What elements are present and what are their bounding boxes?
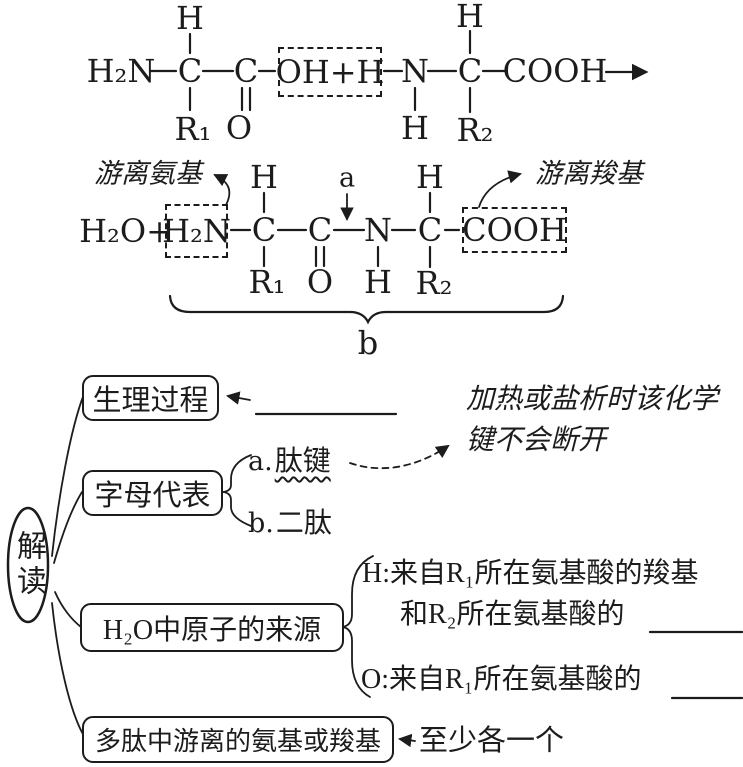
branch-letters-box: 字母代表 — [82, 470, 223, 516]
product-r2: R₂ — [415, 264, 453, 302]
branch-water-box: H₂O中原子的来源 — [80, 603, 344, 652]
free-carboxyl-arrow — [478, 170, 522, 208]
o-source-line: O:来自R₁所在氨基酸的 — [361, 664, 642, 695]
free-amino-box-label: H₂N — [162, 212, 231, 250]
branch-physiology-label: 生理过程 — [92, 385, 209, 417]
item-a-peptide-bond: a. 肽键 — [248, 446, 331, 478]
branch-polypeptide-label: 多肽中游离的氨基或羧基 — [94, 727, 381, 756]
leaving-group-label: OH+H — [275, 53, 385, 91]
peptide-note-arrow — [349, 444, 450, 470]
underbrace-b — [168, 294, 565, 325]
free-amino-note: 游离氨基 — [94, 158, 202, 189]
item-b-prefix: b. — [248, 508, 274, 539]
product-h-amide: H — [364, 263, 392, 301]
reactant-o-carbonyl: O — [225, 109, 253, 147]
leaving-group-box: OH+H — [275, 47, 385, 97]
reactant-n-amide: N — [401, 52, 429, 90]
polypeptide-arrow — [397, 733, 416, 748]
physiology-arrow — [226, 391, 251, 405]
product-bonds — [229, 191, 461, 269]
product-o-carbonyl: O — [306, 263, 334, 301]
heat-note-line2: 键不会断开 — [466, 425, 607, 456]
free-amino-box: H₂N — [162, 204, 231, 258]
product-h-alpha2: H — [416, 158, 444, 196]
item-b-dipeptide: b. 二肽 — [248, 508, 332, 540]
heat-note-line1: 加热或盐析时该化学 — [466, 384, 719, 415]
h-source-line2: 和R₂所在氨基酸的 — [400, 599, 625, 630]
reactant-h-alpha1: H — [176, 0, 204, 37]
item-a-text: 肽键 — [274, 446, 331, 477]
branch-water-label: H₂O中原子的来源 — [102, 614, 322, 646]
reactant-c-alpha2: C — [457, 52, 483, 90]
letters-fork-brace — [222, 454, 252, 527]
reactant-c-alpha1: C — [177, 52, 203, 90]
reactant-h-alpha2: H — [456, 0, 484, 35]
reactant-amino-group: H₂N — [86, 52, 156, 90]
free-carboxyl-box: COOH — [462, 207, 567, 253]
free-carboxyl-note: 游离羧基 — [535, 158, 643, 189]
product-c-alpha2: C — [417, 211, 443, 249]
root-label: 解读 — [12, 530, 45, 600]
reactant-h-amide: H — [401, 109, 429, 147]
reactant-bonds — [148, 29, 508, 114]
product-n-amide: N — [364, 211, 392, 249]
reactant-carboxyl-group: COOH — [502, 52, 608, 90]
reactant-r2: R₂ — [456, 111, 494, 149]
product-h-alpha1: H — [250, 158, 278, 196]
free-amino-arrow — [213, 174, 231, 206]
item-a-prefix: a. — [248, 446, 273, 477]
peptide-bond-label-a: a — [338, 162, 356, 194]
product-water: H₂O+ — [79, 212, 173, 250]
polypeptide-note: 至少各一个 — [419, 725, 565, 757]
branch-letters-label: 字母代表 — [94, 480, 211, 512]
item-b-text: 二肽 — [275, 508, 332, 539]
reactant-r1: R₁ — [174, 110, 212, 148]
product-c-carbonyl: C — [307, 211, 333, 249]
dipeptide-label-b: b — [357, 324, 379, 362]
h-source-line1: H:来自R₁所在氨基酸的羧基 — [362, 558, 699, 589]
product-r1: R₁ — [248, 263, 286, 301]
branch-polypeptide-box: 多肽中游离的氨基或羧基 — [82, 716, 394, 763]
reactant-c-carbonyl: C — [233, 52, 259, 90]
branch-physiology-box: 生理过程 — [82, 375, 219, 421]
product-c-alpha1: C — [251, 211, 277, 249]
free-carboxyl-box-label: COOH — [462, 211, 567, 249]
root-branches — [51, 393, 85, 737]
root-ellipse — [6, 506, 50, 624]
